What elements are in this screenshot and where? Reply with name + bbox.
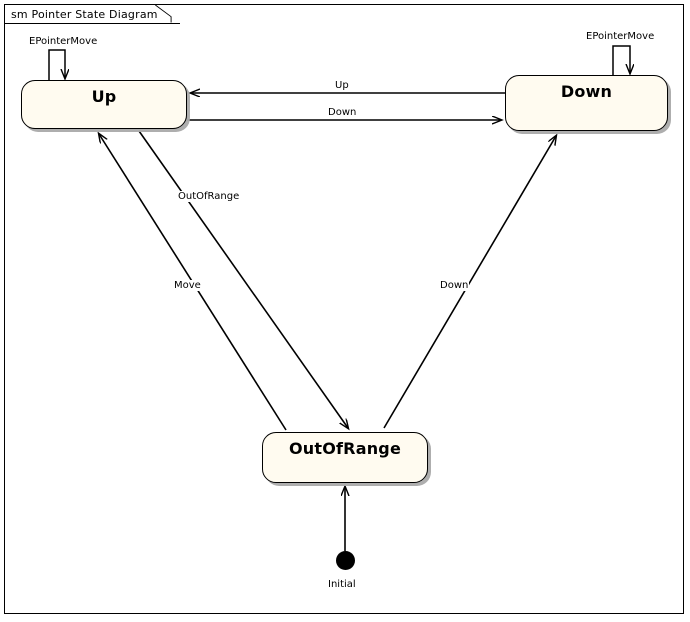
state-outofrange-label: OutOfRange [288,439,401,458]
state-up[interactable]: Up [21,80,187,129]
transition-label-down-to-up: Up [334,80,350,91]
initial-pseudostate-label: Initial [327,579,357,590]
transition-label-outofrange-to-down: Down [439,280,470,291]
transition-label-up-self: EPointerMove [28,36,99,47]
state-down[interactable]: Down [505,75,668,131]
transition-label-up-to-outofrange: OutOfRange [177,191,241,202]
diagram-frame [4,4,684,614]
initial-pseudostate[interactable] [336,551,355,570]
transition-label-outofrange-to-up: Move [173,280,202,291]
transition-label-down-self: EPointerMove [585,31,656,42]
state-outofrange[interactable]: OutOfRange [262,432,428,483]
state-down-label: Down [560,82,613,101]
frame-label-text: sm Pointer State Diagram [11,7,158,21]
frame-label-tab: sm Pointer State Diagram [4,4,180,24]
transition-label-up-to-down: Down [327,107,358,118]
state-up-label: Up [91,87,117,106]
